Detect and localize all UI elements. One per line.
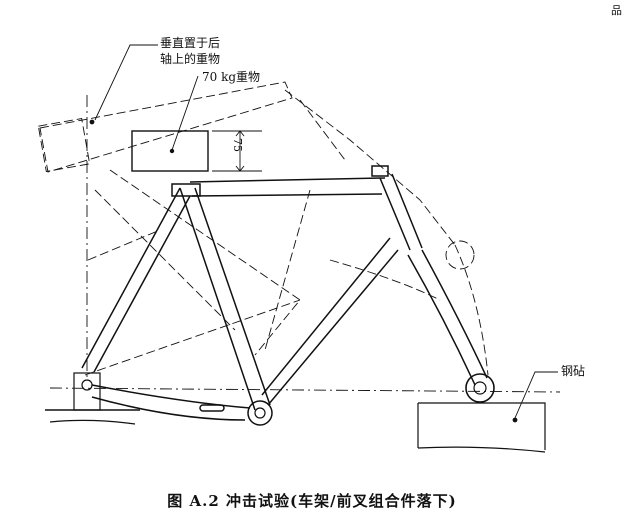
label-steel-anvil: 钢砧: [561, 364, 586, 378]
ghost-frame: [39, 81, 489, 376]
left-ground: [45, 409, 140, 425]
leader-lines: [94, 44, 558, 419]
ghost-weight-box: [37, 118, 91, 172]
front-roller: [465, 373, 495, 403]
label-70kg-weight: 70 kg重物: [202, 70, 261, 84]
label-vertical-weight-line2: 轴上的重物: [160, 52, 221, 66]
dimension-label-75: 75: [231, 138, 244, 152]
bottom-bracket: [247, 400, 273, 426]
bicycle-frame: [81, 165, 488, 421]
steel-anvil: [417, 402, 546, 453]
weight-70kg: [131, 130, 209, 172]
label-vertical-weight-line1: 垂直置于后: [160, 36, 221, 50]
corner-mark: 品: [611, 4, 622, 17]
dimension-75: [212, 130, 262, 172]
figure-caption: 图 A.2 冲击试验(车架/前叉组合件落下): [167, 492, 457, 510]
rear-pivot-support: [73, 372, 101, 411]
